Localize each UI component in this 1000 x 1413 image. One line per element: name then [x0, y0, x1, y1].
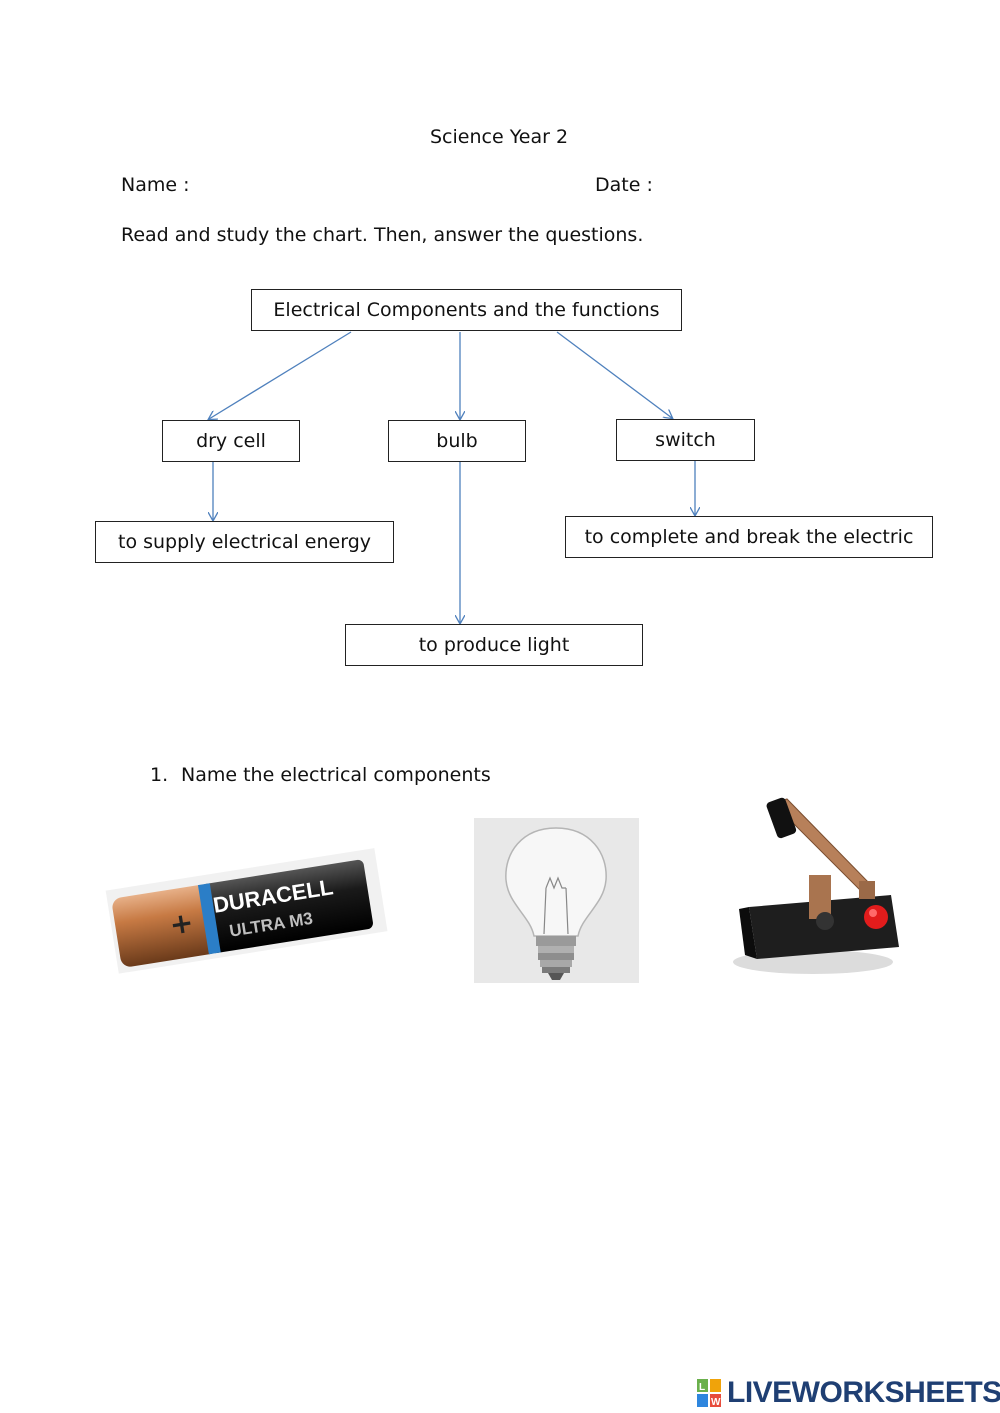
name-label: Name : — [121, 174, 190, 196]
battery-picture: + DURACELL ULTRA M3 — [105, 848, 388, 974]
arrow-root-to-switch — [556, 331, 672, 418]
function-box-switch: to complete and break the electric — [565, 516, 933, 558]
bulb-picture — [474, 818, 639, 983]
component-box-switch: switch — [616, 419, 755, 461]
chart-arrows — [0, 331, 1000, 700]
component-box-dry-cell: dry cell — [162, 420, 300, 462]
date-label: Date : — [595, 174, 653, 196]
logo-letter-w: W — [711, 1397, 721, 1407]
question-number: 1. — [150, 764, 169, 786]
logo-text: LIVEWORKSHEETS — [727, 1376, 1000, 1409]
question-text: Name the electrical components — [181, 764, 491, 786]
liveworksheets-logo: L W LIVEWORKSHEETS — [697, 1376, 1000, 1410]
arrow-root-to-dry-cell — [209, 331, 352, 419]
instruction-text: Read and study the chart. Then, answer t… — [121, 224, 644, 246]
logo-letter-l: L — [699, 1382, 705, 1393]
switch-picture — [721, 797, 901, 989]
logo-mark-icon: L W — [697, 1379, 721, 1407]
page-title: Science Year 2 — [430, 126, 569, 148]
function-box-bulb: to produce light — [345, 624, 643, 666]
function-box-dry-cell: to supply electrical energy — [95, 521, 394, 563]
chart-root-box: Electrical Components and the functions — [251, 289, 682, 331]
battery-plus-sign: + — [167, 906, 195, 942]
component-box-bulb: bulb — [388, 420, 526, 462]
